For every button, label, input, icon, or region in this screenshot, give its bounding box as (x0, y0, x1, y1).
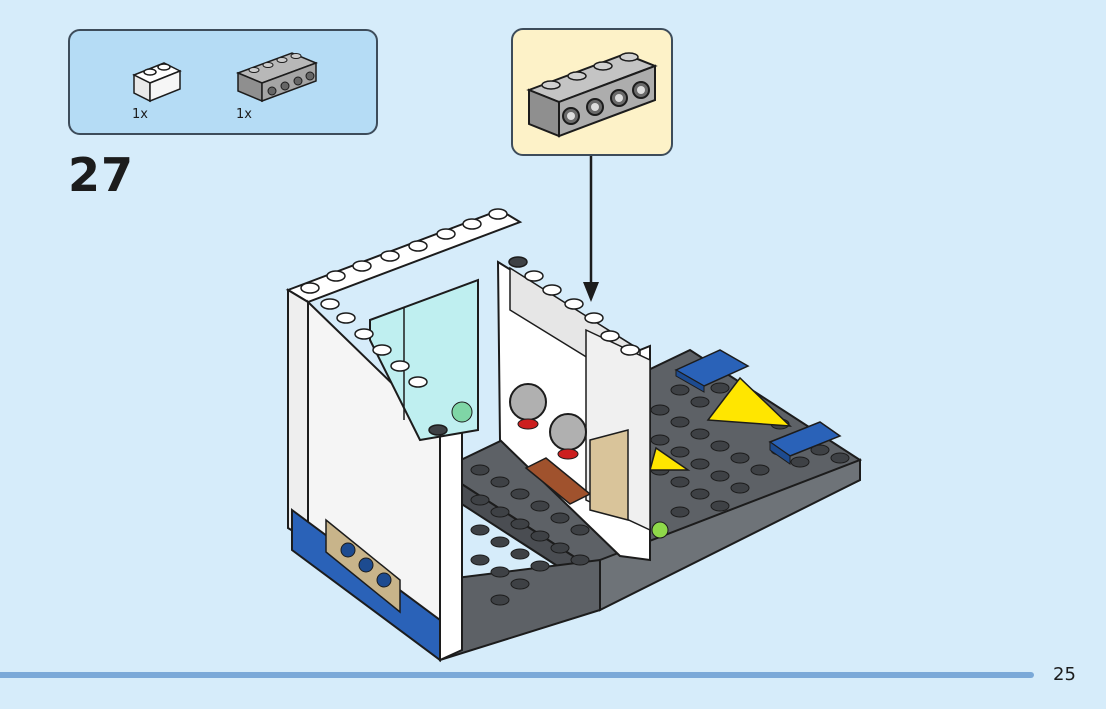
footer-bar (0, 672, 1034, 678)
placement-arrow-icon (583, 156, 599, 302)
page-number: 25 (1053, 664, 1076, 685)
